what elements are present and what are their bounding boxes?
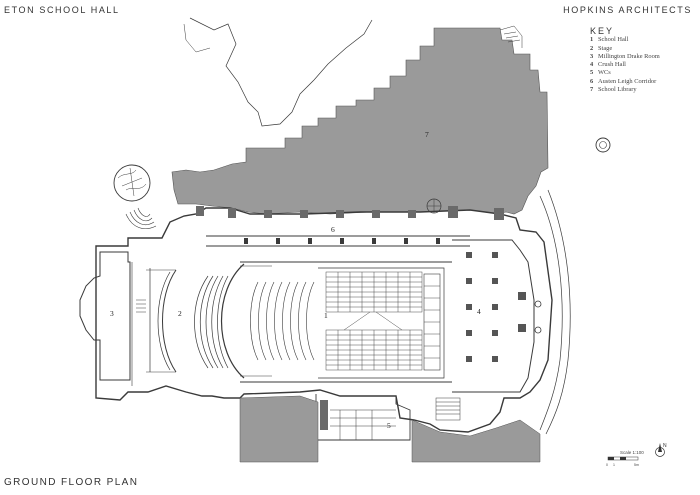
ground-hatch	[239, 395, 319, 463]
legend-title: KEY	[590, 26, 615, 36]
label-crush-hall: 4	[477, 307, 481, 316]
crush-hall-columns	[466, 252, 526, 362]
top-buttresses	[196, 206, 504, 220]
svg-text:Scale 1:100: Scale 1:100	[620, 450, 644, 455]
adjacent-building-outline	[189, 17, 373, 127]
wc-block	[315, 394, 411, 441]
drawing-title: ETON SCHOOL HALL	[4, 5, 120, 15]
label-corridor: 6	[331, 225, 335, 234]
tree	[113, 164, 151, 202]
svg-text:1: 1	[613, 463, 615, 467]
crush-hall-outline	[452, 239, 535, 393]
north-arrow: N	[655, 443, 667, 457]
label-school-hall: 1	[324, 311, 328, 320]
svg-text:0: 0	[606, 463, 608, 467]
label-wcs: 5	[387, 421, 391, 430]
drake-room-outline	[79, 251, 131, 381]
stage-curve	[162, 269, 177, 373]
plan-title: GROUND FLOOR PLAN	[4, 477, 139, 488]
garden-feature	[595, 137, 611, 153]
library-block	[171, 27, 549, 215]
svg-text:N: N	[663, 443, 667, 449]
svg-text:5m: 5m	[634, 463, 639, 467]
label-drake-room: 3	[110, 309, 114, 318]
architect-name: HOPKINS ARCHITECTS	[563, 5, 692, 15]
curved-seating	[194, 275, 229, 369]
main-building-outline	[95, 207, 553, 433]
curved-stair	[125, 207, 157, 229]
stair-lower-right	[435, 397, 461, 421]
hall-seating-grid	[325, 271, 423, 371]
corridor-columns	[244, 238, 440, 244]
hall-curved-rows	[250, 281, 315, 361]
label-stage: 2	[178, 309, 182, 318]
label-library: 7	[425, 130, 429, 139]
scale-bar: Scale 1:100 0 1 5m	[606, 450, 644, 467]
